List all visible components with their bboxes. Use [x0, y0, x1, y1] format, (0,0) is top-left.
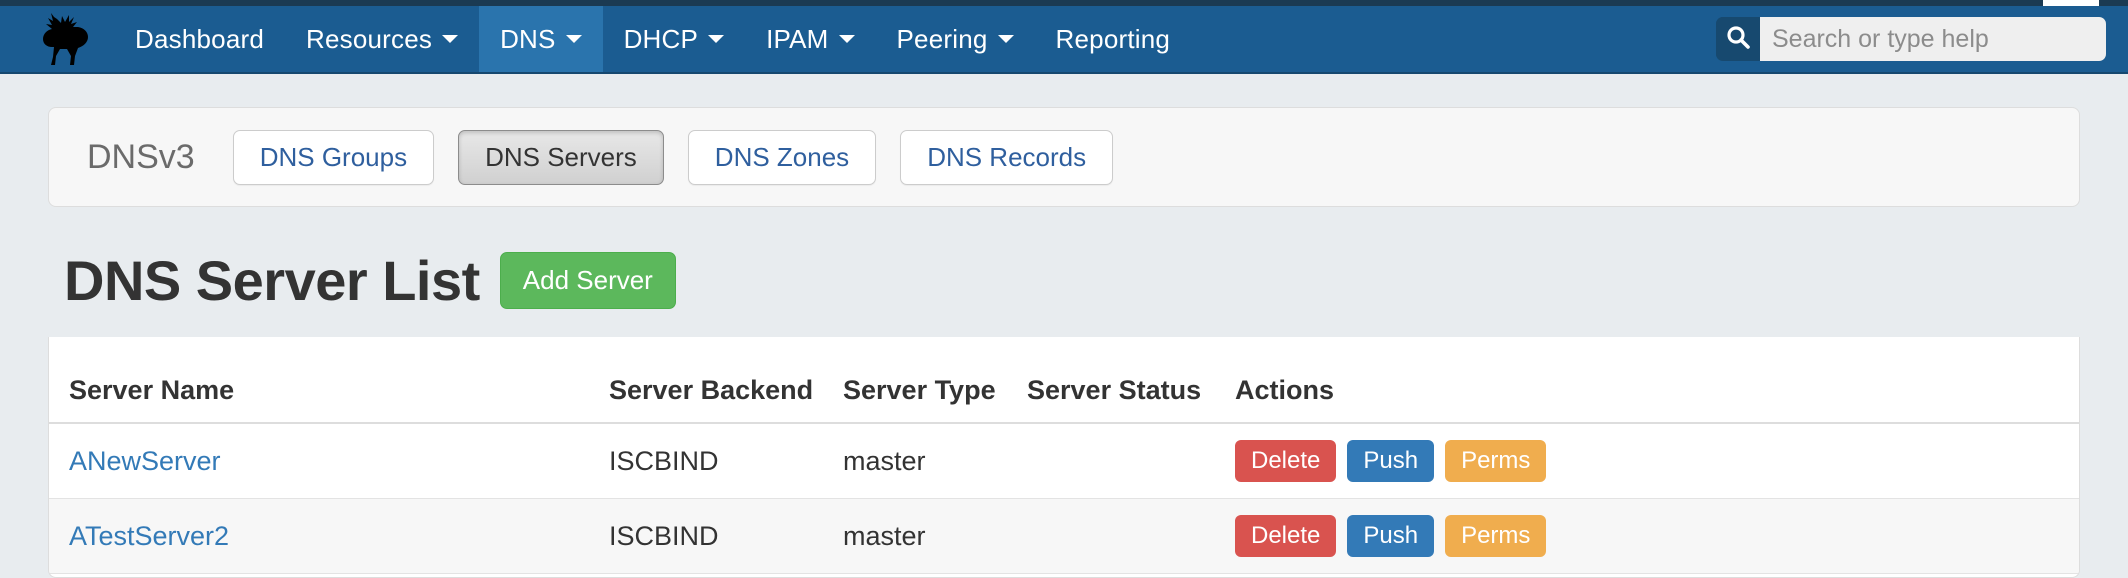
cell-server-type: master: [843, 498, 1027, 574]
row-actions: Delete Push Perms: [1235, 440, 2079, 482]
navbar-search-area: [1716, 6, 2128, 72]
chevron-down-icon: [708, 35, 725, 43]
dns-server-table-panel: Server Name Server Backend Server Type S…: [48, 337, 2080, 578]
nav-item-dns[interactable]: DNS: [479, 6, 603, 72]
cell-server-status: [1027, 498, 1235, 574]
add-server-button[interactable]: Add Server: [499, 252, 676, 309]
subnav-button-dns-servers[interactable]: DNS Servers: [458, 129, 664, 185]
browser-chrome-strip: [0, 0, 2128, 6]
table-row: ATestServer2 ISCBIND master Delete Push …: [49, 498, 2079, 574]
subnav-title: DNSv3: [87, 137, 195, 176]
dns-subnav-panel: DNSv3 DNS Groups DNS Servers DNS Zones D…: [48, 107, 2080, 207]
nav-item-ipam[interactable]: IPAM: [745, 6, 875, 72]
subnav-button-dns-records[interactable]: DNS Records: [900, 129, 1114, 185]
nav-label-dhcp: DHCP: [623, 23, 699, 54]
table-header: Server Name Server Backend Server Type S…: [49, 361, 2079, 424]
browser-window-button[interactable]: [2043, 0, 2099, 6]
page-heading-area: DNS Server List Add Server: [64, 248, 676, 313]
delete-button[interactable]: Delete: [1235, 440, 1337, 482]
server-name-link[interactable]: ANewServer: [69, 445, 221, 476]
nav-item-dhcp[interactable]: DHCP: [603, 6, 745, 72]
push-button[interactable]: Push: [1347, 515, 1435, 557]
table-body: ANewServer ISCBIND master Delete Push Pe…: [49, 423, 2079, 574]
row-actions: Delete Push Perms: [1235, 515, 2079, 557]
nav-items: Dashboard Resources DNS DHCP IPAM Peerin…: [114, 6, 1191, 72]
search-input[interactable]: [1760, 17, 2106, 61]
cell-server-type: master: [843, 423, 1027, 499]
delete-button[interactable]: Delete: [1235, 515, 1337, 557]
subnav-button-group: DNS Groups DNS Servers DNS Zones DNS Rec…: [232, 129, 1114, 185]
chevron-down-icon: [565, 35, 582, 43]
table-header-row: Server Name Server Backend Server Type S…: [49, 361, 2079, 424]
column-header-server-name: Server Name: [49, 361, 609, 424]
cell-server-backend: ISCBIND: [609, 498, 843, 574]
column-header-server-status: Server Status: [1027, 361, 1235, 424]
table-row: ANewServer ISCBIND master Delete Push Pe…: [49, 423, 2079, 499]
search-icon: [1725, 24, 1751, 55]
server-name-link[interactable]: ATestServer2: [69, 520, 230, 551]
search-box: [1716, 17, 2106, 61]
nav-label-reporting: Reporting: [1055, 23, 1171, 54]
nav-item-resources[interactable]: Resources: [285, 6, 479, 72]
nav-item-reporting[interactable]: Reporting: [1035, 6, 1192, 72]
cell-server-backend: ISCBIND: [609, 423, 843, 499]
subnav-button-dns-groups[interactable]: DNS Groups: [232, 129, 435, 185]
nav-label-resources: Resources: [306, 23, 433, 54]
cell-server-status: [1027, 423, 1235, 499]
page-title: DNS Server List: [64, 249, 480, 312]
perms-button[interactable]: Perms: [1445, 440, 1547, 482]
nav-label-dns: DNS: [500, 23, 556, 54]
moose-logo-icon: [34, 13, 96, 65]
column-header-server-backend: Server Backend: [609, 361, 843, 424]
brand-logo[interactable]: [0, 6, 100, 72]
top-navbar: Dashboard Resources DNS DHCP IPAM Peerin…: [0, 6, 2128, 74]
dns-server-table: Server Name Server Backend Server Type S…: [49, 361, 2079, 574]
nav-label-dashboard: Dashboard: [135, 23, 264, 54]
perms-button[interactable]: Perms: [1445, 515, 1547, 557]
nav-label-ipam: IPAM: [766, 23, 829, 54]
chevron-down-icon: [997, 35, 1014, 43]
column-header-server-type: Server Type: [843, 361, 1027, 424]
nav-item-dashboard[interactable]: Dashboard: [114, 6, 285, 72]
push-button[interactable]: Push: [1347, 440, 1435, 482]
column-header-actions: Actions: [1235, 361, 2079, 424]
nav-label-peering: Peering: [896, 23, 988, 54]
subnav-button-dns-zones[interactable]: DNS Zones: [687, 129, 877, 185]
search-button[interactable]: [1716, 17, 1760, 61]
nav-item-peering[interactable]: Peering: [876, 6, 1035, 72]
chevron-down-icon: [838, 35, 855, 43]
chevron-down-icon: [442, 35, 459, 43]
